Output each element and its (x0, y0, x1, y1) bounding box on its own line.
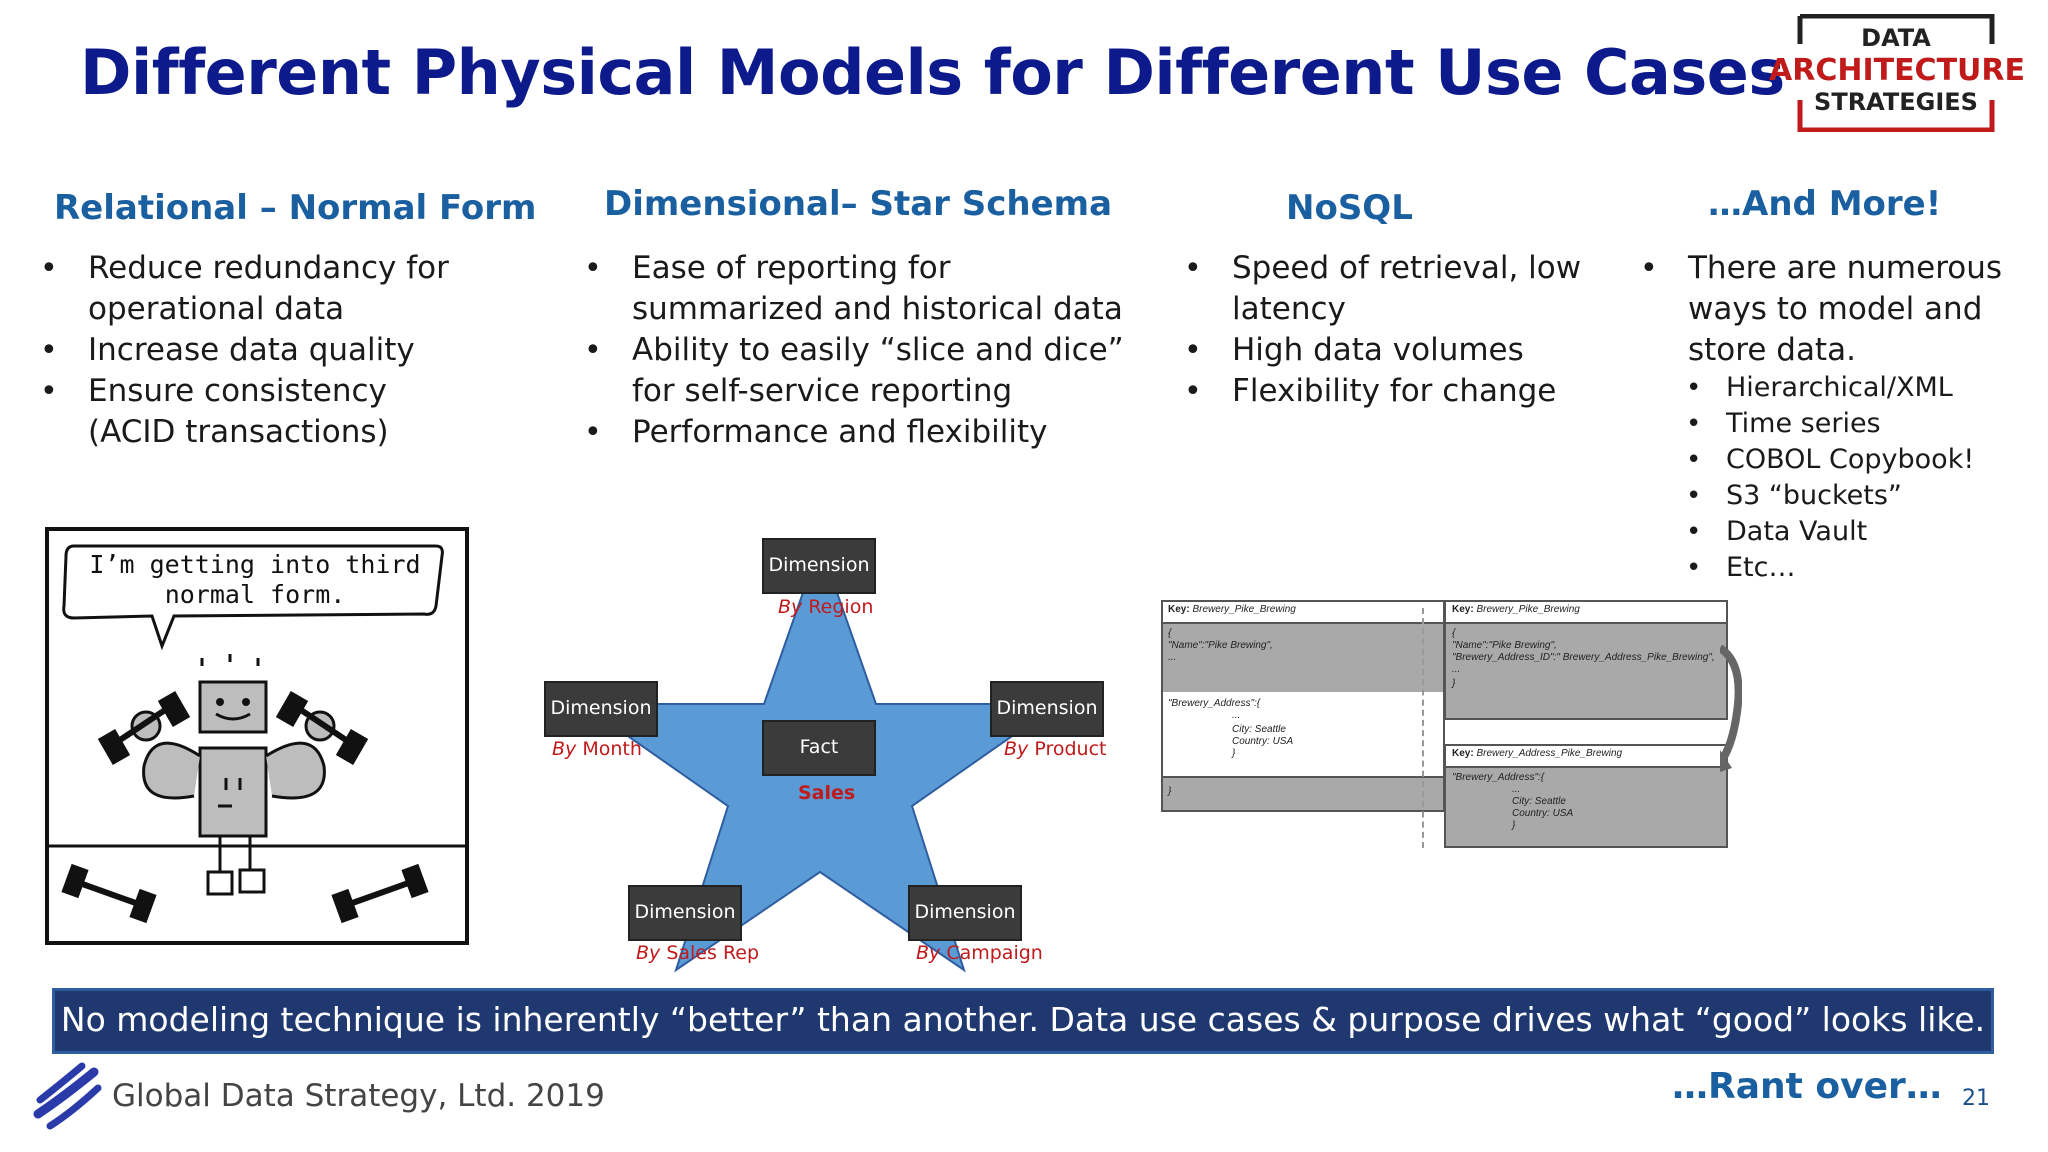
and-more-bullets: There are numerous ways to model and sto… (1640, 248, 2030, 371)
by-word: By (636, 942, 661, 964)
key-left: Key: Brewery_Pike_Brewing (1168, 604, 1296, 615)
bullet: Ability to easily “slice and dice” for s… (584, 330, 1144, 412)
sub-bullet: Hierarchical/XML (1686, 370, 2026, 406)
value-line: } (1232, 748, 1236, 759)
and-more-sub-bullets: Hierarchical/XML Time series COBOL Copyb… (1686, 370, 2026, 586)
bullet: There are numerous ways to model and sto… (1640, 248, 2030, 371)
heading-nosql: NoSQL (1286, 188, 1413, 228)
fact-box: Fact (762, 720, 876, 776)
third-normal-form-comic: I’m getting into third normal form. (44, 526, 470, 946)
heading-relational: Relational – Normal Form (54, 188, 537, 228)
value-line: { (1168, 628, 1172, 639)
by-word: By (778, 596, 803, 618)
value-line: "Brewery_Address":{ (1452, 772, 1545, 783)
value-line: Country: USA (1512, 808, 1574, 819)
value-line: ... (1452, 664, 1461, 675)
bullet: Flexibility for change (1184, 371, 1604, 412)
value-block-left-1 (1161, 622, 1445, 694)
page-number: 21 (1962, 1086, 1990, 1111)
conclusion-banner: No modeling technique is inherently “bet… (52, 988, 1994, 1054)
key-right: Key: Brewery_Pike_Brewing (1452, 604, 1580, 615)
rant-over-link: …Rant over… (1672, 1066, 1942, 1107)
value-line: ... (1512, 784, 1521, 795)
bullet: High data volumes (1184, 330, 1604, 371)
by-word: By (552, 738, 577, 760)
fact-sub-label: Sales (798, 782, 856, 804)
nosql-bullets: Speed of retrieval, low latency High dat… (1184, 248, 1604, 412)
dimension-name: Sales Rep (666, 942, 760, 964)
logo-line1: DATA (1861, 24, 1931, 52)
logo-line3: STRATEGIES (1814, 88, 1978, 116)
key-address: Key: Brewery_Address_Pike_Brewing (1452, 748, 1623, 759)
value-line: } (1452, 678, 1456, 689)
dimension-box-product: Dimension (990, 681, 1104, 737)
bullet: Ensure consistency (ACID transactions) (40, 371, 480, 453)
dimension-box-campaign: Dimension (908, 885, 1022, 941)
value-line: } (1512, 820, 1516, 831)
logo-line2: ARCHITECTURE (1769, 53, 2025, 88)
relational-bullets: Reduce redundancy for operational data I… (40, 248, 480, 453)
sub-bullet: S3 “buckets” (1686, 478, 2026, 514)
dimension-box-region: Dimension (762, 538, 876, 594)
dimension-caption-region: By Region (778, 596, 873, 618)
key-bar-address (1444, 744, 1728, 768)
dimension-caption-campaign: By Campaign (916, 942, 1043, 964)
curved-arrow-icon (1720, 644, 1742, 772)
sub-bullet: Data Vault (1686, 514, 2026, 550)
footer-company: Global Data Strategy, Ltd. 2019 (112, 1078, 605, 1114)
sub-bullet: Time series (1686, 406, 2026, 442)
bullet: Reduce redundancy for operational data (40, 248, 480, 330)
heading-dimensional: Dimensional– Star Schema (604, 184, 1113, 224)
dimension-name: Region (808, 596, 874, 618)
value-block-left-3 (1161, 776, 1445, 812)
sub-bullet: COBOL Copybook! (1686, 442, 2026, 478)
dimension-name: Campaign (946, 942, 1043, 964)
value-line: { (1452, 628, 1456, 639)
by-word: By (1004, 738, 1029, 760)
dimension-box-sales-rep: Dimension (628, 885, 742, 941)
dimension-caption-month: By Month (552, 738, 642, 760)
dimensional-bullets: Ease of reporting for summarized and his… (584, 248, 1144, 453)
slide-title: Different Physical Models for Different … (80, 36, 1785, 109)
comic-speech: I’m getting into third normal form. (89, 550, 421, 609)
data-architecture-strategies-logo: DATA ARCHITECTURE STRATEGIES (1762, 13, 2032, 133)
bullet: Ease of reporting for summarized and his… (584, 248, 1144, 330)
value-line: City: Seattle (1512, 796, 1566, 807)
by-word: By (916, 942, 941, 964)
star-schema-diagram: Dimension By Region Dimension By Month D… (540, 534, 1110, 974)
company-logo-icon (32, 1058, 102, 1130)
value-line: ... (1168, 652, 1177, 663)
dimension-box-month: Dimension (544, 681, 658, 737)
value-line: "Brewery_Address_ID":" Brewery_Address_P… (1452, 652, 1715, 663)
value-line: City: Seattle (1232, 724, 1286, 735)
sub-bullet: Etc… (1686, 550, 2026, 586)
value-line: "Name":"Pike Brewing", (1168, 640, 1273, 651)
dimension-name: Product (1034, 738, 1107, 760)
value-block-left-2 (1161, 692, 1445, 776)
value-line: "Name":"Pike Brewing", (1452, 640, 1557, 651)
value-line: "Brewery_Address":{ (1168, 698, 1261, 709)
bullet: Speed of retrieval, low latency (1184, 248, 1604, 330)
nosql-key-value-diagram: Key: Brewery_Pike_Brewing { "Name":"Pike… (1160, 598, 1742, 858)
key-bar-right (1444, 600, 1728, 624)
value-line: ... (1232, 710, 1241, 721)
dimension-name: Month (582, 738, 642, 760)
divider (1422, 608, 1424, 848)
heading-and-more: …And More! (1708, 184, 1942, 224)
dimension-caption-sales-rep: By Sales Rep (636, 942, 759, 964)
bullet: Increase data quality (40, 330, 480, 371)
value-line: Country: USA (1232, 736, 1294, 747)
dimension-caption-product: By Product (1004, 738, 1106, 760)
value-line: } (1168, 786, 1172, 797)
bullet: Performance and flexibility (584, 412, 1144, 453)
